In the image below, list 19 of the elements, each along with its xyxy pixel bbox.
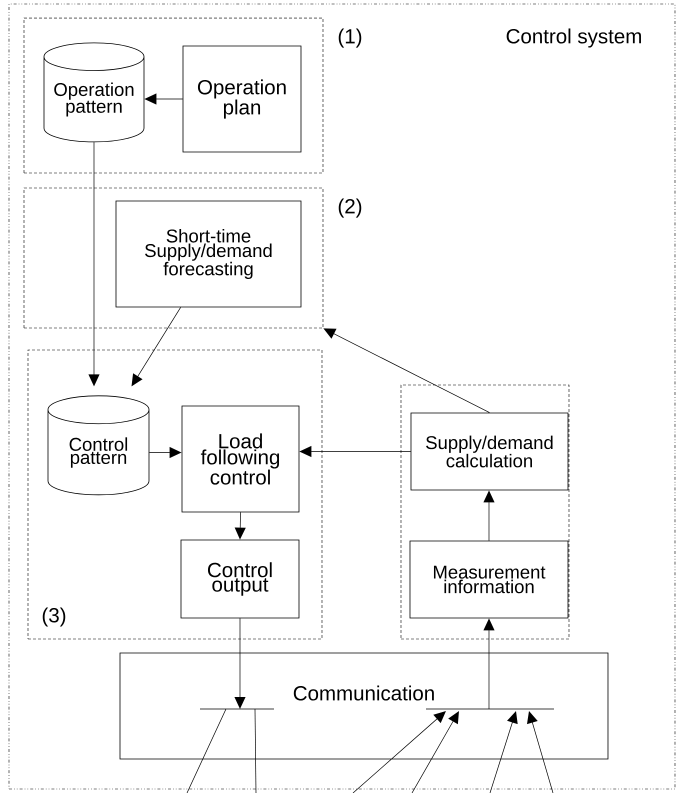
arrow xyxy=(527,711,554,793)
arrow xyxy=(490,711,518,793)
arrow xyxy=(352,711,446,793)
process-box: Control output xyxy=(180,540,300,618)
node-label: (2) xyxy=(338,198,362,218)
arrow xyxy=(132,307,181,386)
process-box: Operation plan xyxy=(182,46,302,152)
process-box: Short-time Supply/demand forecasting xyxy=(116,200,302,308)
process-box: Measurement information xyxy=(410,540,568,618)
connector-line xyxy=(186,708,226,793)
group-frame xyxy=(400,384,570,640)
database-cylinder: Operation pattern xyxy=(44,42,144,142)
communication-box: Communication xyxy=(120,652,608,760)
arrow xyxy=(412,711,459,793)
process-box: Load following control xyxy=(182,406,300,512)
process-box: Supply/demand calculation xyxy=(410,412,568,490)
node-label: (1) xyxy=(338,28,362,48)
connector-line xyxy=(254,708,256,793)
database-cylinder: Control pattern xyxy=(48,395,150,496)
